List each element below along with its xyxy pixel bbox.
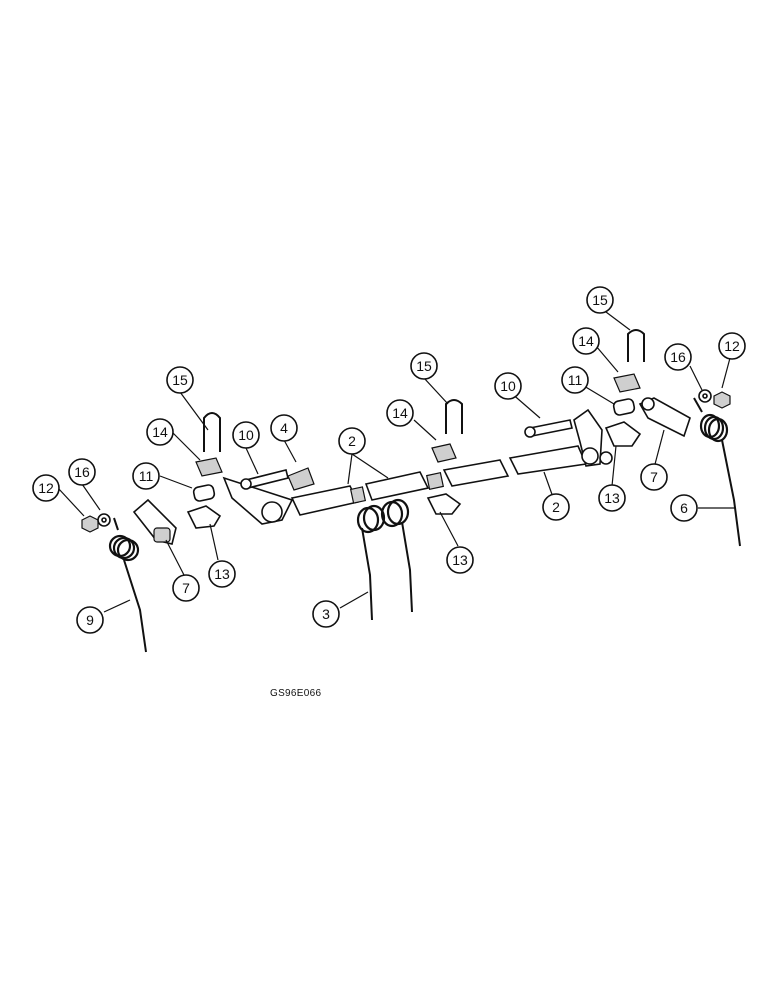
callout-16-left: 16	[68, 458, 96, 486]
main-shaft	[222, 408, 613, 525]
callout-7-right: 7	[640, 463, 668, 491]
svg-text:13: 13	[452, 552, 468, 568]
callout-10-right: 10	[494, 372, 522, 400]
svg-text:10: 10	[238, 427, 254, 443]
right-arm	[638, 397, 691, 438]
svg-text:15: 15	[592, 292, 608, 308]
svg-text:4: 4	[280, 420, 288, 436]
callout-2-left: 2	[338, 427, 366, 455]
center-springs	[356, 498, 413, 621]
leader-lines	[57, 311, 736, 613]
svg-text:16: 16	[74, 464, 90, 480]
callout-9: 9	[76, 606, 104, 634]
callouts: 15 14 10 4 11 12 16 7 13 9 2 3 15 14 13 …	[32, 286, 746, 634]
svg-text:16: 16	[670, 349, 686, 365]
callout-13-center: 13	[446, 546, 474, 574]
callout-14-center: 14	[386, 399, 414, 427]
callout-4: 4	[270, 414, 298, 442]
svg-text:2: 2	[348, 433, 356, 449]
callout-11-right: 11	[561, 366, 589, 394]
callout-13-right: 13	[598, 484, 626, 512]
svg-text:14: 14	[392, 405, 408, 421]
callout-11-left: 11	[132, 462, 160, 490]
callout-13-left: 13	[208, 560, 236, 588]
svg-text:7: 7	[182, 580, 190, 596]
svg-text:6: 6	[680, 500, 688, 516]
callout-14-right: 14	[572, 327, 600, 355]
callout-15-center: 15	[410, 352, 438, 380]
svg-text:11: 11	[568, 372, 583, 388]
svg-text:13: 13	[604, 490, 620, 506]
left-arm	[132, 498, 177, 545]
svg-text:7: 7	[650, 469, 658, 485]
svg-text:14: 14	[578, 333, 594, 349]
callout-15-right: 15	[586, 286, 614, 314]
callout-12-right: 12	[718, 332, 746, 360]
right-spring	[693, 397, 741, 547]
callout-14-left: 14	[146, 418, 174, 446]
svg-text:12: 12	[38, 480, 54, 496]
callout-3: 3	[312, 600, 340, 628]
left-spring	[108, 517, 147, 653]
callout-6: 6	[670, 494, 698, 522]
callout-2-right: 2	[542, 493, 570, 521]
callout-15-left: 15	[166, 366, 194, 394]
svg-text:3: 3	[322, 606, 330, 622]
figure-code: GS96E066	[270, 688, 322, 699]
svg-text:14: 14	[152, 424, 168, 440]
callout-7-left: 7	[172, 574, 200, 602]
svg-text:15: 15	[172, 372, 188, 388]
svg-text:13: 13	[214, 566, 230, 582]
svg-text:11: 11	[139, 468, 154, 484]
small-parts	[81, 329, 731, 533]
svg-text:15: 15	[416, 358, 432, 374]
callout-12-left: 12	[32, 474, 60, 502]
svg-text:2: 2	[552, 499, 560, 515]
svg-text:9: 9	[86, 612, 94, 628]
svg-text:12: 12	[724, 338, 740, 354]
callout-10-left: 10	[232, 421, 260, 449]
svg-text:10: 10	[500, 378, 516, 394]
callout-16-right: 16	[664, 343, 692, 371]
